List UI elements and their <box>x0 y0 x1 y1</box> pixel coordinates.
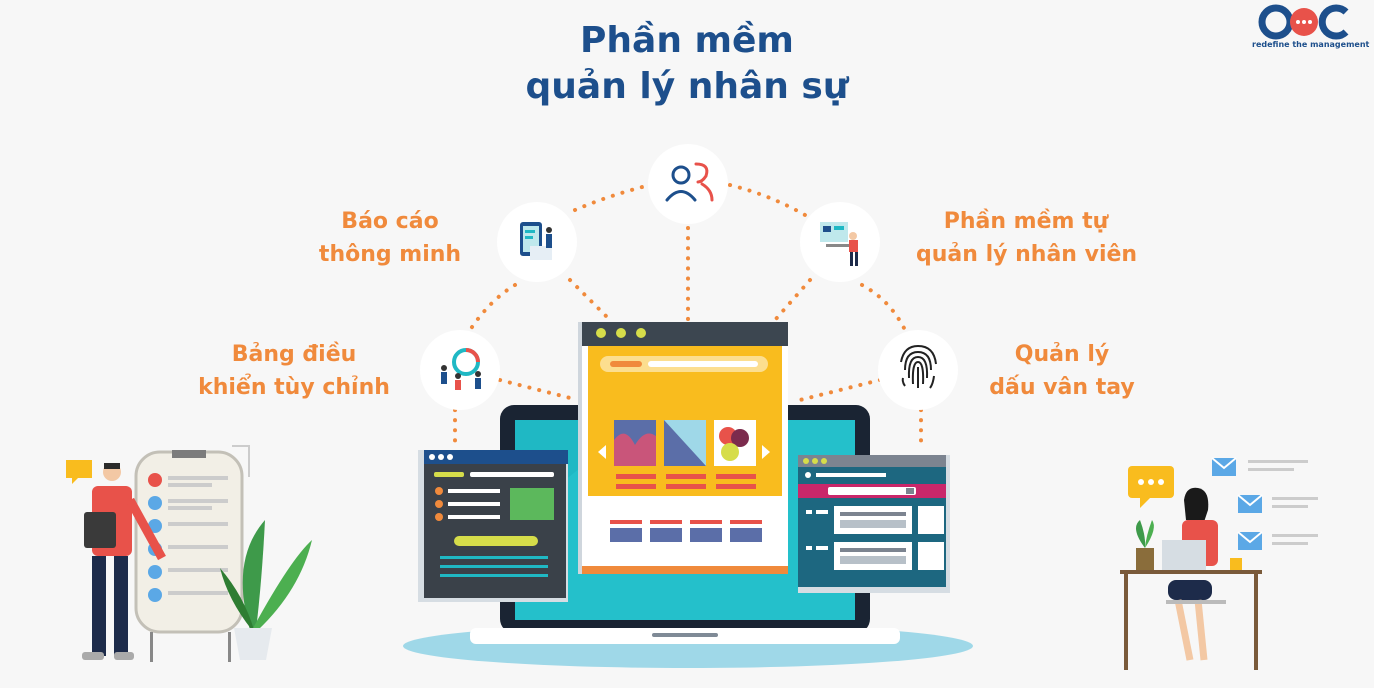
ooc-logo <box>1258 4 1349 40</box>
feature-fingerprint-line2: dấu vân tay <box>989 375 1135 400</box>
users-icon <box>665 162 714 202</box>
feature-self-service-line2: quản lý nhân viên <box>916 242 1138 267</box>
fingerprint-icon <box>900 344 937 389</box>
page-title-line1: Phần mềm <box>580 20 794 61</box>
feature-smart-report-line2: thông minh <box>318 242 462 267</box>
left-dark-window <box>418 450 568 602</box>
feature-dashboard: Bảng điều khiển tùy chỉnh <box>186 338 402 404</box>
dashboard-team-icon <box>441 348 481 390</box>
page-title: Phần mềm quản lý nhân sự <box>0 18 1374 110</box>
feature-fingerprint-line1: Quản lý <box>1014 342 1110 367</box>
woman-desk-illustration <box>1120 457 1318 670</box>
plant-left <box>220 520 312 660</box>
logo-tagline: redefine the management <box>1252 40 1370 49</box>
feature-dashboard-line2: khiển tùy chỉnh <box>198 375 390 400</box>
presenter-illustration <box>66 445 250 662</box>
feature-self-service: Phần mềm tự quản lý nhân viên <box>916 205 1138 271</box>
page-title-line2: quản lý nhân sự <box>525 66 849 107</box>
employee-desk-icon <box>820 222 858 266</box>
dotted-connectors <box>453 183 923 447</box>
feature-dashboard-line1: Bảng điều <box>231 342 357 367</box>
right-teal-window <box>798 455 950 593</box>
feature-smart-report-line1: Báo cáo <box>341 209 439 234</box>
report-illustration-icon <box>520 222 552 260</box>
feature-fingerprint: Quản lý dấu vân tay <box>972 338 1152 404</box>
feature-smart-report: Báo cáo thông minh <box>290 205 490 271</box>
feature-self-service-line1: Phần mềm tự <box>943 209 1109 234</box>
center-browser-window <box>578 322 788 574</box>
